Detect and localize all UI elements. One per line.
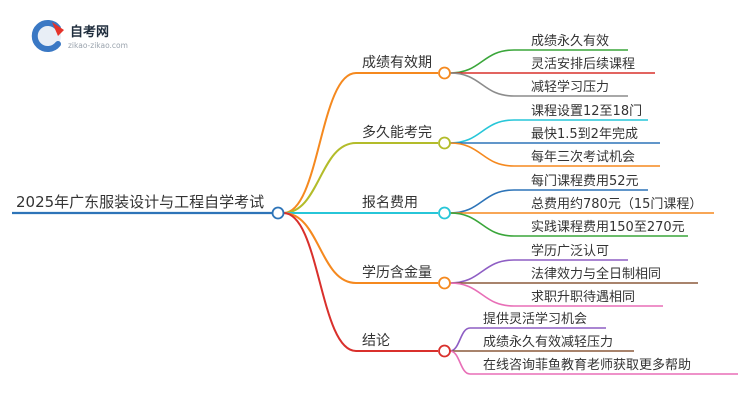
branch-topic[interactable]: 多久能考完 [362, 124, 432, 141]
child-topic[interactable]: 最快1.5到2年完成 [531, 127, 638, 142]
child-topic[interactable]: 学历广泛认可 [531, 243, 609, 259]
branch-collapse-toggle[interactable] [438, 276, 451, 290]
child-topic[interactable]: 总费用约780元（15门课程） [531, 197, 702, 212]
child-topic[interactable]: 提供灵活学习机会 [483, 311, 587, 327]
child-connector [449, 189, 515, 214]
child-topic[interactable]: 灵活安排后续课程 [531, 57, 635, 72]
child-connector [449, 142, 515, 167]
child-topic[interactable]: 实践课程费用150至270元 [531, 220, 685, 235]
child-topic[interactable]: 在线咨询菲鱼教育老师获取更多帮助 [483, 357, 691, 373]
branch-connector [283, 72, 357, 214]
root-collapse-toggle[interactable] [271, 206, 285, 220]
branch-collapse-toggle[interactable] [438, 206, 451, 220]
child-topic[interactable]: 课程设置12至18门 [531, 104, 642, 119]
child-topic[interactable]: 每年三次考试机会 [531, 149, 635, 165]
branch-collapse-toggle[interactable] [438, 66, 451, 80]
child-topic[interactable]: 法律效力与全日制相同 [531, 266, 661, 282]
node-layer: 2025年广东服装设计与工程自学考试 成绩有效期 成绩永久有效灵活安排后续课程减轻学… [16, 34, 702, 373]
connector-layer [12, 49, 738, 375]
branch-collapse-toggle[interactable] [438, 344, 451, 358]
branch-connector [283, 142, 357, 214]
child-connector [449, 49, 515, 74]
child-topic[interactable]: 成绩永久有效减轻压力 [483, 335, 613, 350]
child-connector [449, 119, 515, 144]
child-connector [449, 350, 471, 375]
branch-topic[interactable]: 学历含金量 [362, 265, 432, 281]
branch-topic[interactable]: 成绩有效期 [362, 55, 432, 71]
logo-mark-icon [31, 20, 64, 52]
child-connector [449, 212, 515, 237]
child-topic[interactable]: 每门课程费用52元 [531, 173, 639, 189]
logo-title: 自考网 [70, 24, 109, 40]
child-topic[interactable]: 求职升职待遇相同 [531, 290, 635, 305]
child-connector [449, 259, 515, 284]
logo-subtitle: zikao-zikao.com [68, 41, 128, 50]
child-topic[interactable]: 成绩永久有效 [531, 34, 609, 49]
child-connector [449, 282, 515, 307]
branch-collapse-toggle[interactable] [438, 136, 451, 150]
branch-topic[interactable]: 报名费用 [362, 195, 418, 211]
child-connector [449, 327, 471, 352]
logo[interactable]: 自考网 zikao-zikao.com [31, 20, 128, 52]
branch-connector [283, 212, 357, 352]
child-topic[interactable]: 减轻学习压力 [531, 79, 609, 95]
root-topic[interactable]: 2025年广东服装设计与工程自学考试 [16, 193, 264, 211]
child-connector [449, 72, 515, 97]
branch-topic[interactable]: 结论 [362, 333, 390, 349]
branch-connector [283, 212, 357, 284]
